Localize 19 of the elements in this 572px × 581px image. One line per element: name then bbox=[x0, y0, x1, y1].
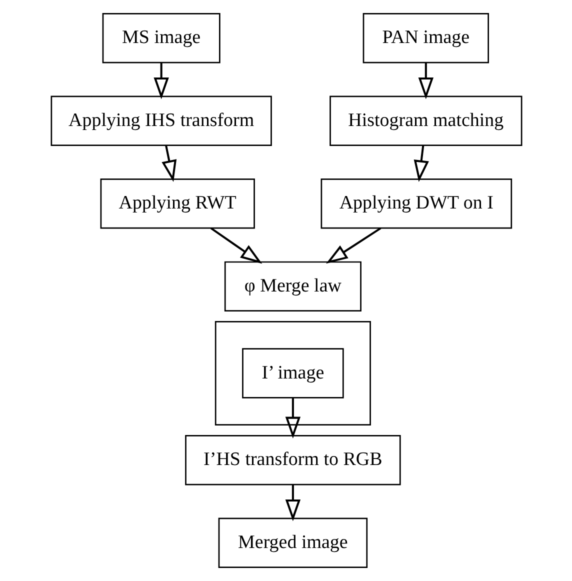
node-box: Histogram matching bbox=[329, 96, 522, 146]
arrow bbox=[210, 227, 262, 264]
node-box: Applying DWT on I bbox=[320, 178, 512, 229]
node-box: Applying RWT bbox=[100, 178, 254, 229]
node-box: MS image bbox=[102, 13, 220, 64]
node-box: φ Merge law bbox=[224, 261, 361, 312]
node-box: Merged image bbox=[218, 518, 368, 568]
arrow bbox=[161, 145, 176, 182]
arrow bbox=[153, 62, 168, 100]
node-box: I’HS transform to RGB bbox=[184, 435, 400, 486]
arrow bbox=[326, 227, 381, 264]
node-box: Applying IHS transform bbox=[50, 96, 272, 146]
arrow bbox=[418, 62, 434, 100]
arrow bbox=[413, 145, 428, 182]
arrow bbox=[284, 484, 300, 522]
node-box: PAN image bbox=[362, 13, 488, 64]
cluster bbox=[214, 321, 370, 426]
arrow bbox=[284, 398, 300, 439]
node-box: I’ image bbox=[242, 348, 344, 398]
